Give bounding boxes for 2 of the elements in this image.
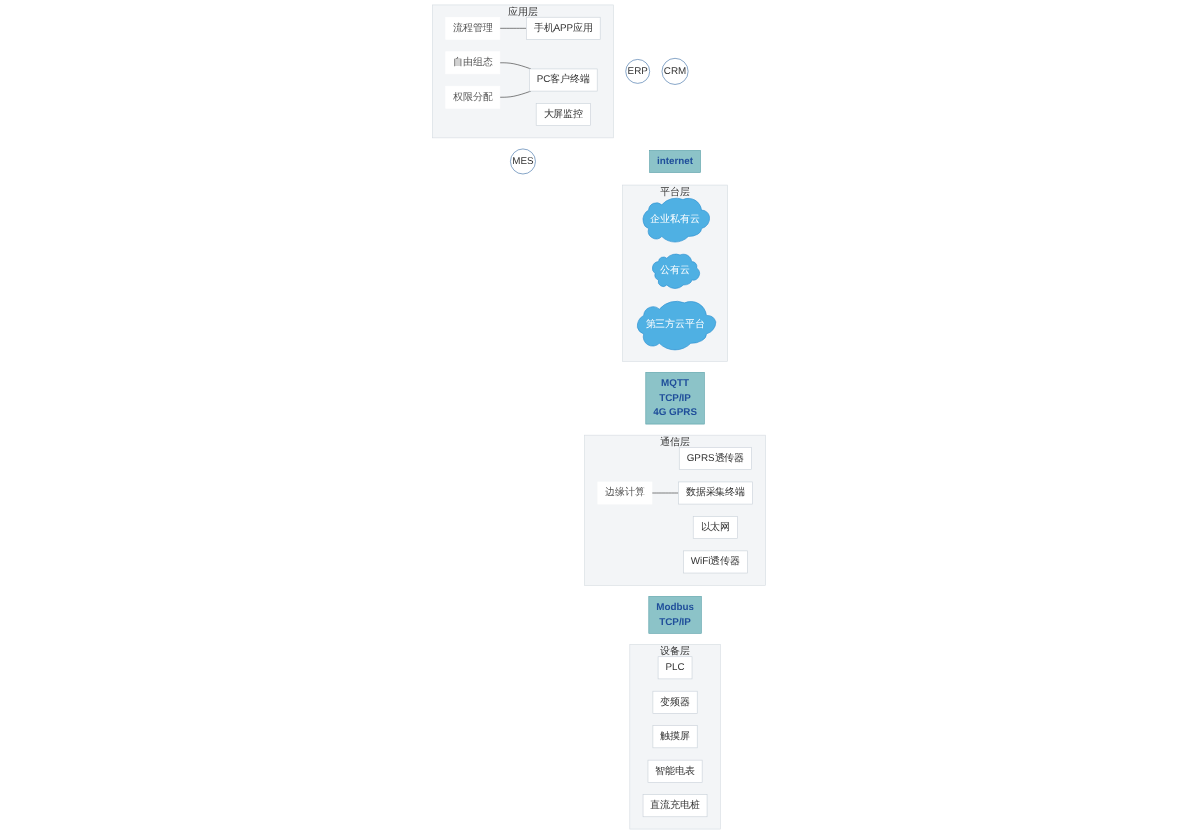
connector (499, 62, 532, 70)
connector (499, 90, 532, 98)
